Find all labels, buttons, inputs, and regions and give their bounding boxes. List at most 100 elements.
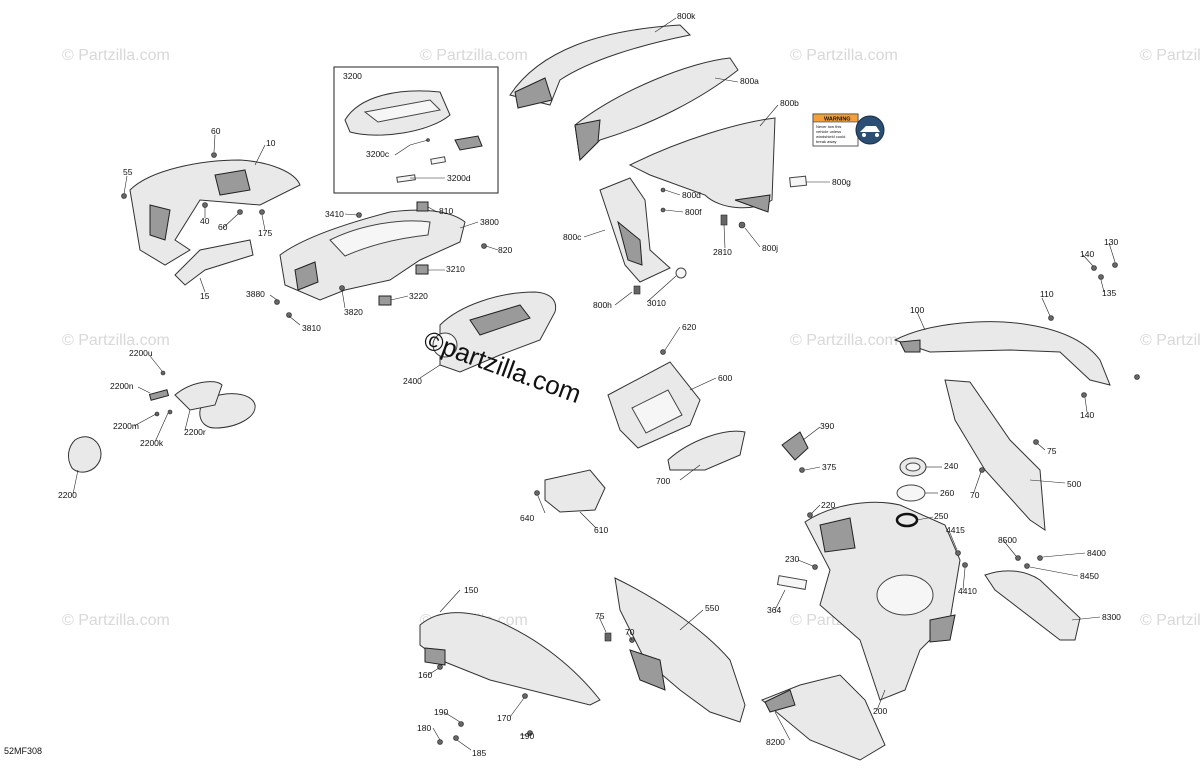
hardware-60b[interactable] — [237, 209, 243, 215]
hardware-70[interactable] — [979, 467, 985, 473]
callout-label: 550 — [705, 603, 719, 613]
hardware-3880[interactable] — [274, 299, 280, 305]
part-364[interactable] — [776, 575, 808, 590]
part-100[interactable] — [893, 321, 1111, 386]
callout-label: 375 — [822, 462, 836, 472]
part-150[interactable] — [419, 612, 601, 706]
part-200[interactable] — [804, 501, 961, 701]
part-3800[interactable] — [279, 209, 466, 301]
part-10[interactable] — [129, 159, 301, 266]
warning-line: windshield could — [816, 134, 845, 139]
part-800k[interactable] — [509, 24, 692, 109]
part-810[interactable] — [416, 201, 429, 212]
callout-label: 150 — [464, 585, 478, 595]
part-2200u[interactable] — [160, 370, 166, 376]
part-800c[interactable] — [599, 177, 671, 283]
part-2200m[interactable] — [154, 411, 160, 417]
hardware-75b[interactable] — [604, 632, 612, 642]
part-3210[interactable] — [415, 264, 429, 275]
part-2200n[interactable] — [148, 389, 170, 401]
hardware-8400[interactable] — [1037, 555, 1043, 561]
hardware-175[interactable] — [259, 209, 265, 215]
warning-line: Never tow this — [816, 124, 841, 129]
part-260[interactable] — [896, 484, 926, 502]
callout-label: 70 — [970, 490, 980, 500]
hardware-3010[interactable] — [675, 267, 687, 279]
part-800b[interactable] — [628, 117, 776, 213]
part-3220[interactable] — [378, 295, 392, 306]
hardware-800d[interactable] — [660, 187, 666, 193]
callout-label: 140 — [1080, 249, 1094, 259]
hardware-4415[interactable] — [955, 550, 961, 556]
callout-label: 3210 — [446, 264, 465, 274]
part-500[interactable] — [944, 379, 1046, 531]
hardware-185[interactable] — [453, 735, 459, 741]
callout-label: 800a — [740, 76, 759, 86]
part-550[interactable] — [614, 577, 746, 723]
hardware-3410[interactable] — [356, 212, 362, 218]
hardware-220[interactable] — [807, 512, 813, 518]
hardware-190a[interactable] — [458, 721, 464, 727]
hardware-800h[interactable] — [633, 285, 641, 295]
callout-label: 185 — [472, 748, 486, 758]
part-800a[interactable] — [574, 57, 739, 162]
hardware-3810[interactable] — [286, 312, 292, 318]
part-8200[interactable] — [761, 674, 886, 761]
callout-label: 135 — [1102, 288, 1116, 298]
callout-label: 230 — [785, 554, 799, 564]
hardware-140c[interactable] — [1134, 374, 1140, 380]
hardware-3820[interactable] — [339, 285, 345, 291]
part-15[interactable] — [174, 239, 254, 286]
callout-label: 800g — [832, 177, 851, 187]
part-3200c[interactable] — [426, 135, 483, 151]
callout-label: 15 — [200, 291, 210, 301]
part-800g[interactable] — [789, 175, 808, 188]
hardware-4410[interactable] — [962, 562, 968, 568]
hardware-230[interactable] — [812, 564, 818, 570]
hardware-130[interactable] — [1112, 262, 1118, 268]
hardware-140b[interactable] — [1081, 392, 1087, 398]
leader-lines — [72, 17, 1116, 751]
hardware-180[interactable] — [437, 739, 443, 745]
hardware-640[interactable] — [534, 490, 540, 496]
part-2200r[interactable] — [174, 381, 223, 411]
hardware-2810[interactable] — [720, 214, 728, 226]
part-3200d[interactable] — [396, 156, 446, 183]
callout-label: 3800 — [480, 217, 499, 227]
callout-label: 2200u — [129, 348, 153, 358]
part-2400[interactable] — [432, 291, 557, 373]
part-600[interactable] — [607, 361, 701, 449]
hardware-800j[interactable] — [738, 221, 746, 229]
hardware-140a[interactable] — [1091, 265, 1097, 271]
part-390[interactable] — [781, 431, 809, 461]
hardware-8450[interactable] — [1024, 563, 1030, 569]
part-610[interactable] — [544, 469, 606, 513]
hardware-190b[interactable] — [527, 730, 533, 736]
part-240[interactable] — [899, 457, 927, 477]
callout-label: 390 — [820, 421, 834, 431]
callout-label: 3200c — [366, 149, 390, 159]
hardware-60[interactable] — [211, 152, 217, 158]
hardware-620[interactable] — [660, 349, 666, 355]
hardware-135[interactable] — [1098, 274, 1104, 280]
hardware-40[interactable] — [202, 202, 208, 208]
callout-label: 8400 — [1087, 548, 1106, 558]
hardware-170[interactable] — [522, 693, 528, 699]
hardware-75[interactable] — [1033, 439, 1039, 445]
warning-decal[interactable]: WARNING Never tow this vehicle unless wi… — [812, 113, 885, 147]
part-2200k[interactable] — [167, 409, 173, 415]
hardware-375[interactable] — [799, 467, 805, 473]
callout-label: 110 — [1040, 289, 1054, 299]
hardware-110[interactable] — [1048, 315, 1054, 321]
callout-label: 75 — [595, 611, 605, 621]
part-8300[interactable] — [984, 570, 1081, 641]
part-820[interactable] — [481, 243, 487, 249]
part-2200-mirror-left[interactable] — [67, 436, 102, 473]
hardware-8500[interactable] — [1015, 555, 1021, 561]
hardware-800f[interactable] — [660, 207, 666, 213]
part-700[interactable] — [667, 430, 746, 471]
part-3200[interactable] — [344, 90, 451, 136]
hardware-55[interactable] — [121, 193, 127, 199]
warning-line: break away — [816, 139, 836, 144]
callout-label: 3410 — [325, 209, 344, 219]
